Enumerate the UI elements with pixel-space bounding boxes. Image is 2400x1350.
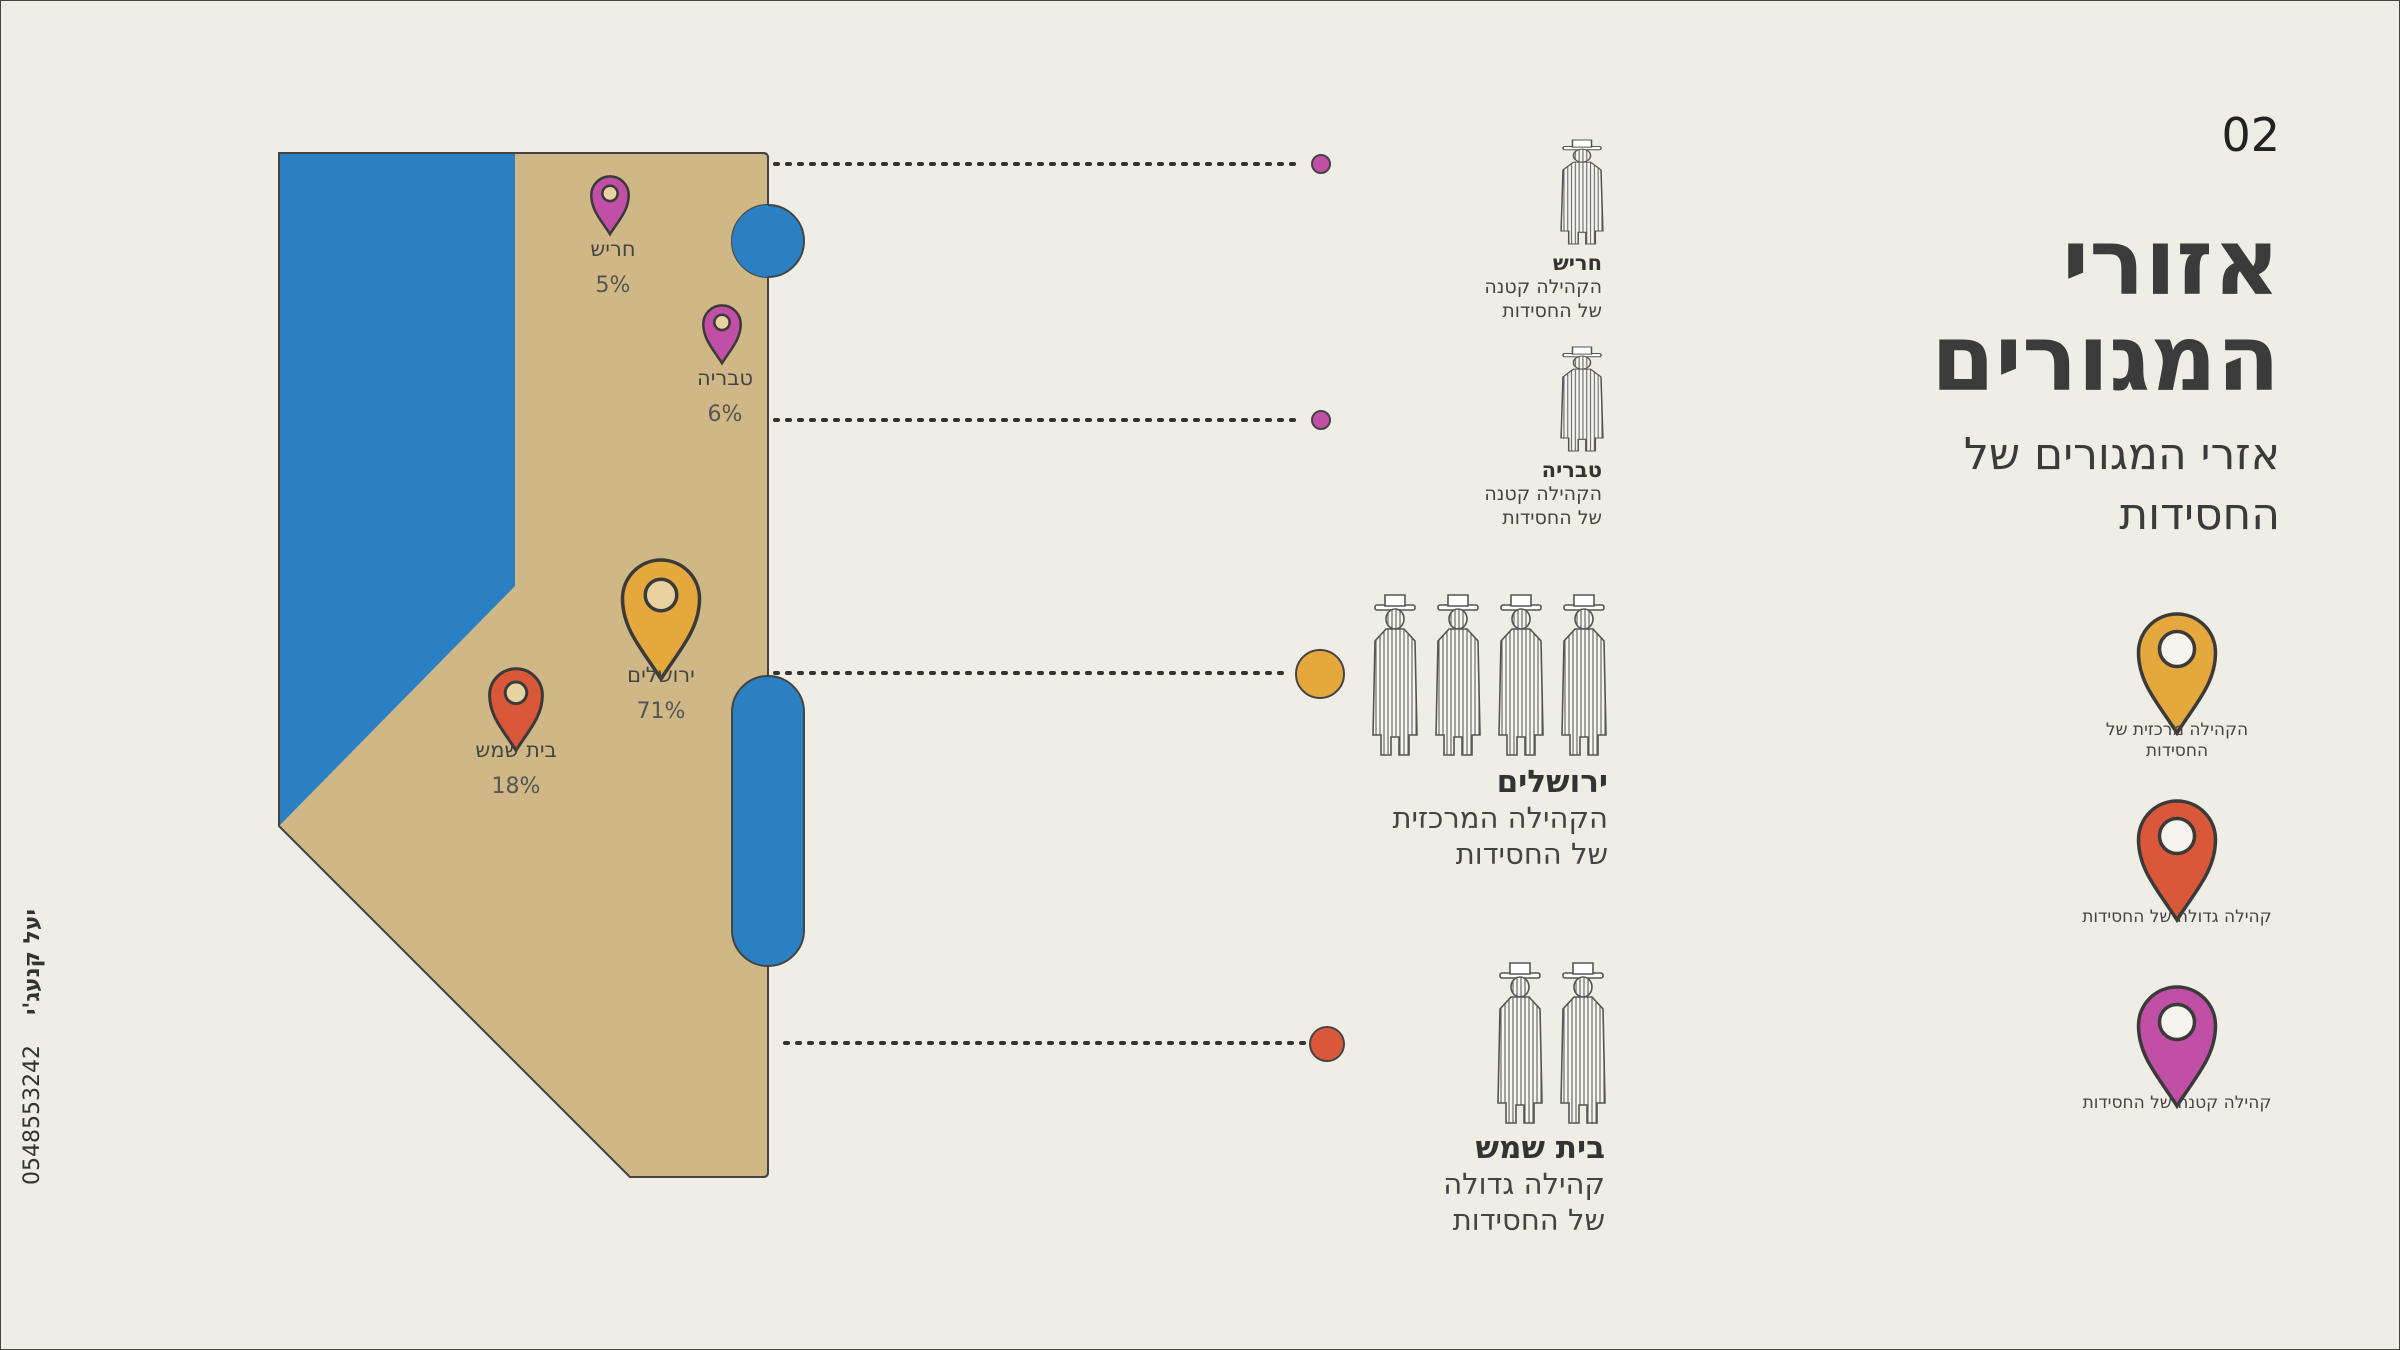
city-caption-jerusalem: ירושלים הקהילה המרכזית של החסידות: [1288, 764, 1608, 872]
map-percent-tiberias: 6%: [707, 402, 743, 427]
map-percent-beit-shemesh: 18%: [491, 774, 541, 799]
page-title: אזורי המגורים: [1931, 209, 2280, 412]
map-label-jerusalem: ירושלים: [627, 663, 695, 687]
city-desc-line2: של החסידות: [1502, 300, 1602, 322]
pin-tiberias-icon: [702, 304, 742, 366]
city-name: ירושלים: [1496, 764, 1608, 800]
legend-label-small: קהילה קטנה של החסידות: [2082, 1093, 2272, 1113]
city-name: חריש: [1552, 251, 1602, 275]
figures-harish: [1560, 139, 1604, 245]
city-desc-line2: של החסידות: [1502, 507, 1602, 529]
city-desc-line1: הקהילה קטנה: [1484, 276, 1602, 298]
city-desc-line1: קהילה גדולה: [1443, 1167, 1605, 1201]
author-name: יעל קנעג'י: [20, 909, 45, 1016]
author-credit: 0548553242 יעל קנעג'י: [8, 900, 58, 1200]
city-name: טבריה: [1541, 458, 1602, 482]
legend-label-large: קהילה גדולה של החסידות: [2082, 907, 2272, 927]
map-label-harish: חריש: [590, 237, 636, 261]
city-desc-line1: הקהילה המרכזית: [1392, 801, 1608, 835]
city-caption-tiberias: טבריה הקהילה קטנה של החסידות: [1382, 458, 1602, 530]
map-shape: [278, 152, 805, 1178]
connector-lines: [773, 162, 1314, 1045]
legend-pin-large-icon: [2136, 799, 2218, 924]
slide-number: 02: [2221, 108, 2280, 162]
city-caption-beit-shemesh: בית שמש קהילה גדולה של החסידות: [1285, 1130, 1605, 1238]
map-label-beit-shemesh: בית שמש: [475, 738, 557, 762]
connector-dots: [1295, 154, 1345, 1062]
city-desc-line2: של החסידות: [1452, 1203, 1605, 1237]
legend-pin-small-icon: [2136, 985, 2218, 1110]
page-subtitle: אזרי המגורים של החסידות: [1963, 429, 2280, 540]
pin-beit-shemesh-icon: [488, 667, 544, 754]
figures-jerusalem: [1372, 594, 1607, 756]
figures-beit-shemesh: [1497, 962, 1606, 1124]
city-desc-line1: הקהילה קטנה: [1484, 483, 1602, 505]
map-percent-harish: 5%: [595, 273, 631, 298]
author-phone: 0548553242: [20, 1045, 45, 1185]
map-label-tiberias: טבריה: [696, 366, 754, 390]
legend-pin-central-icon: [2136, 612, 2218, 737]
city-caption-harish: חריש הקהילה קטנה של החסידות: [1382, 251, 1602, 323]
city-name: בית שמש: [1475, 1130, 1605, 1166]
figures-tiberias: [1560, 346, 1604, 452]
map-percent-jerusalem: 71%: [636, 699, 686, 724]
legend-label-central: הקהילה מרכזית של החסידות: [2105, 720, 2249, 761]
pin-harish-icon: [590, 175, 630, 237]
pin-jerusalem-icon: [620, 558, 702, 683]
city-desc-line2: של החסידות: [1455, 837, 1608, 871]
